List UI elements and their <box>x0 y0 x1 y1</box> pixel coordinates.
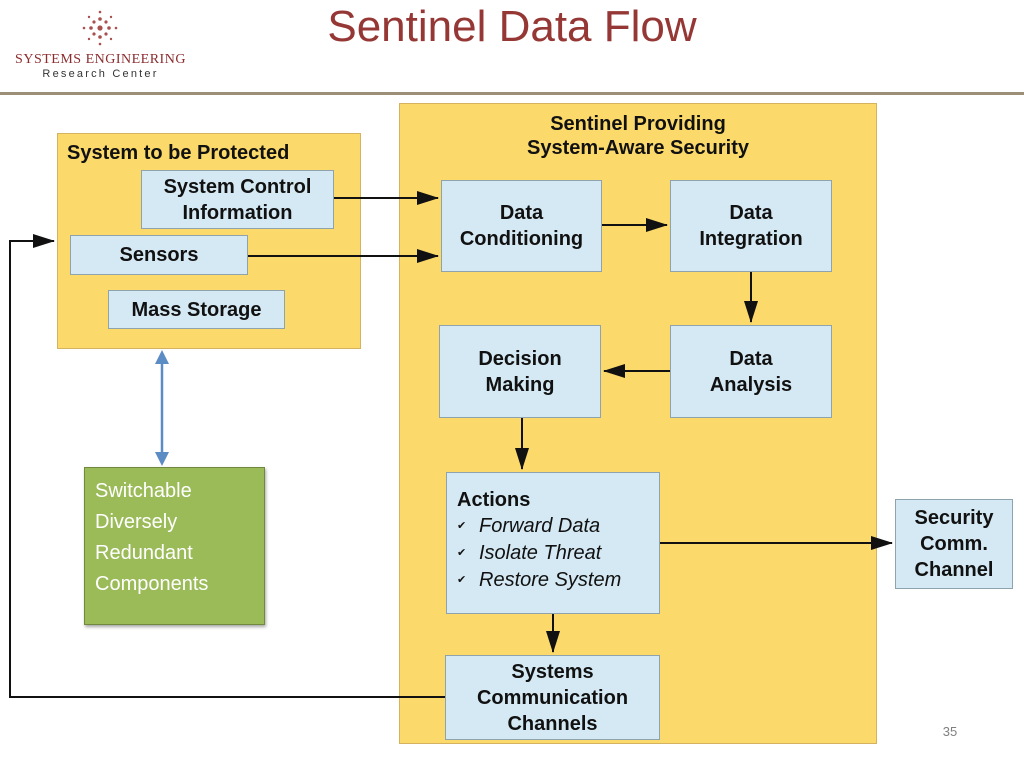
data-analysis-label: Data Analysis <box>709 347 793 396</box>
data-conditioning-box: Data Conditioning <box>441 180 602 272</box>
system-protected-title: System to be Protected <box>67 142 290 164</box>
security-comm-channel-box: Security Comm. Channel <box>895 499 1013 589</box>
actions-box: Actions ✔ Forward Data ✔ Isolate Threat … <box>446 472 660 614</box>
decision-making-label: Decision Making <box>478 347 562 396</box>
page-number: 35 <box>942 724 958 739</box>
sentinel-title: Sentinel Providing System-Aware Security <box>527 113 749 159</box>
data-analysis-box: Data Analysis <box>670 325 832 418</box>
logo-text-line2: Research Center <box>42 68 159 80</box>
action-item: ✔ Forward Data <box>457 513 659 540</box>
sensors-box: Sensors <box>70 235 248 275</box>
action-item-label: Isolate Threat <box>479 542 602 564</box>
mass-storage-box: Mass Storage <box>108 290 285 329</box>
action-item-label: Forward Data <box>479 515 601 537</box>
data-integration-label: Data Integration <box>699 202 803 250</box>
check-icon: ✔ <box>457 520 467 532</box>
slide-title: Sentinel Data Flow <box>327 2 697 51</box>
actions-title: Actions <box>457 489 531 511</box>
check-icon: ✔ <box>457 574 467 586</box>
decision-making-box: Decision Making <box>439 325 601 418</box>
green-box-line: Redundant <box>95 542 193 564</box>
seri-logo: SYSTEMS ENGINEERING Research Center <box>8 8 193 88</box>
double-arrow-up-head <box>155 350 169 364</box>
sensors-label: Sensors <box>119 244 199 266</box>
data-conditioning-label: Data Conditioning <box>459 202 584 250</box>
action-item-label: Restore System <box>479 569 622 591</box>
logo-text-line1: SYSTEMS ENGINEERING <box>15 52 186 67</box>
arrow-syscomm-feedback-to-system <box>9 234 445 698</box>
action-item: ✔ Isolate Threat <box>457 540 659 567</box>
security-comm-channel-label: Security Comm. Channel <box>914 507 994 581</box>
data-integration-box: Data Integration <box>670 180 832 272</box>
switchable-redundant-components-box: Switchable Diversely Redundant Component… <box>84 467 265 625</box>
check-icon: ✔ <box>457 547 467 559</box>
double-arrow-down-head <box>155 452 169 466</box>
header-divider <box>0 92 1024 95</box>
system-control-information-box: System Control Information <box>141 170 334 229</box>
green-box-line: Diversely <box>95 511 178 533</box>
green-box-line: Switchable <box>95 480 192 502</box>
systems-communication-channels-label: Systems Communication Channels <box>476 660 629 735</box>
green-box-line: Components <box>95 573 209 595</box>
systems-communication-channels-box: Systems Communication Channels <box>445 655 660 740</box>
system-control-information-label: System Control Information <box>163 175 312 224</box>
action-item: ✔ Restore System <box>457 567 659 594</box>
mass-storage-label: Mass Storage <box>131 298 262 321</box>
star-burst-icon <box>82 10 118 46</box>
